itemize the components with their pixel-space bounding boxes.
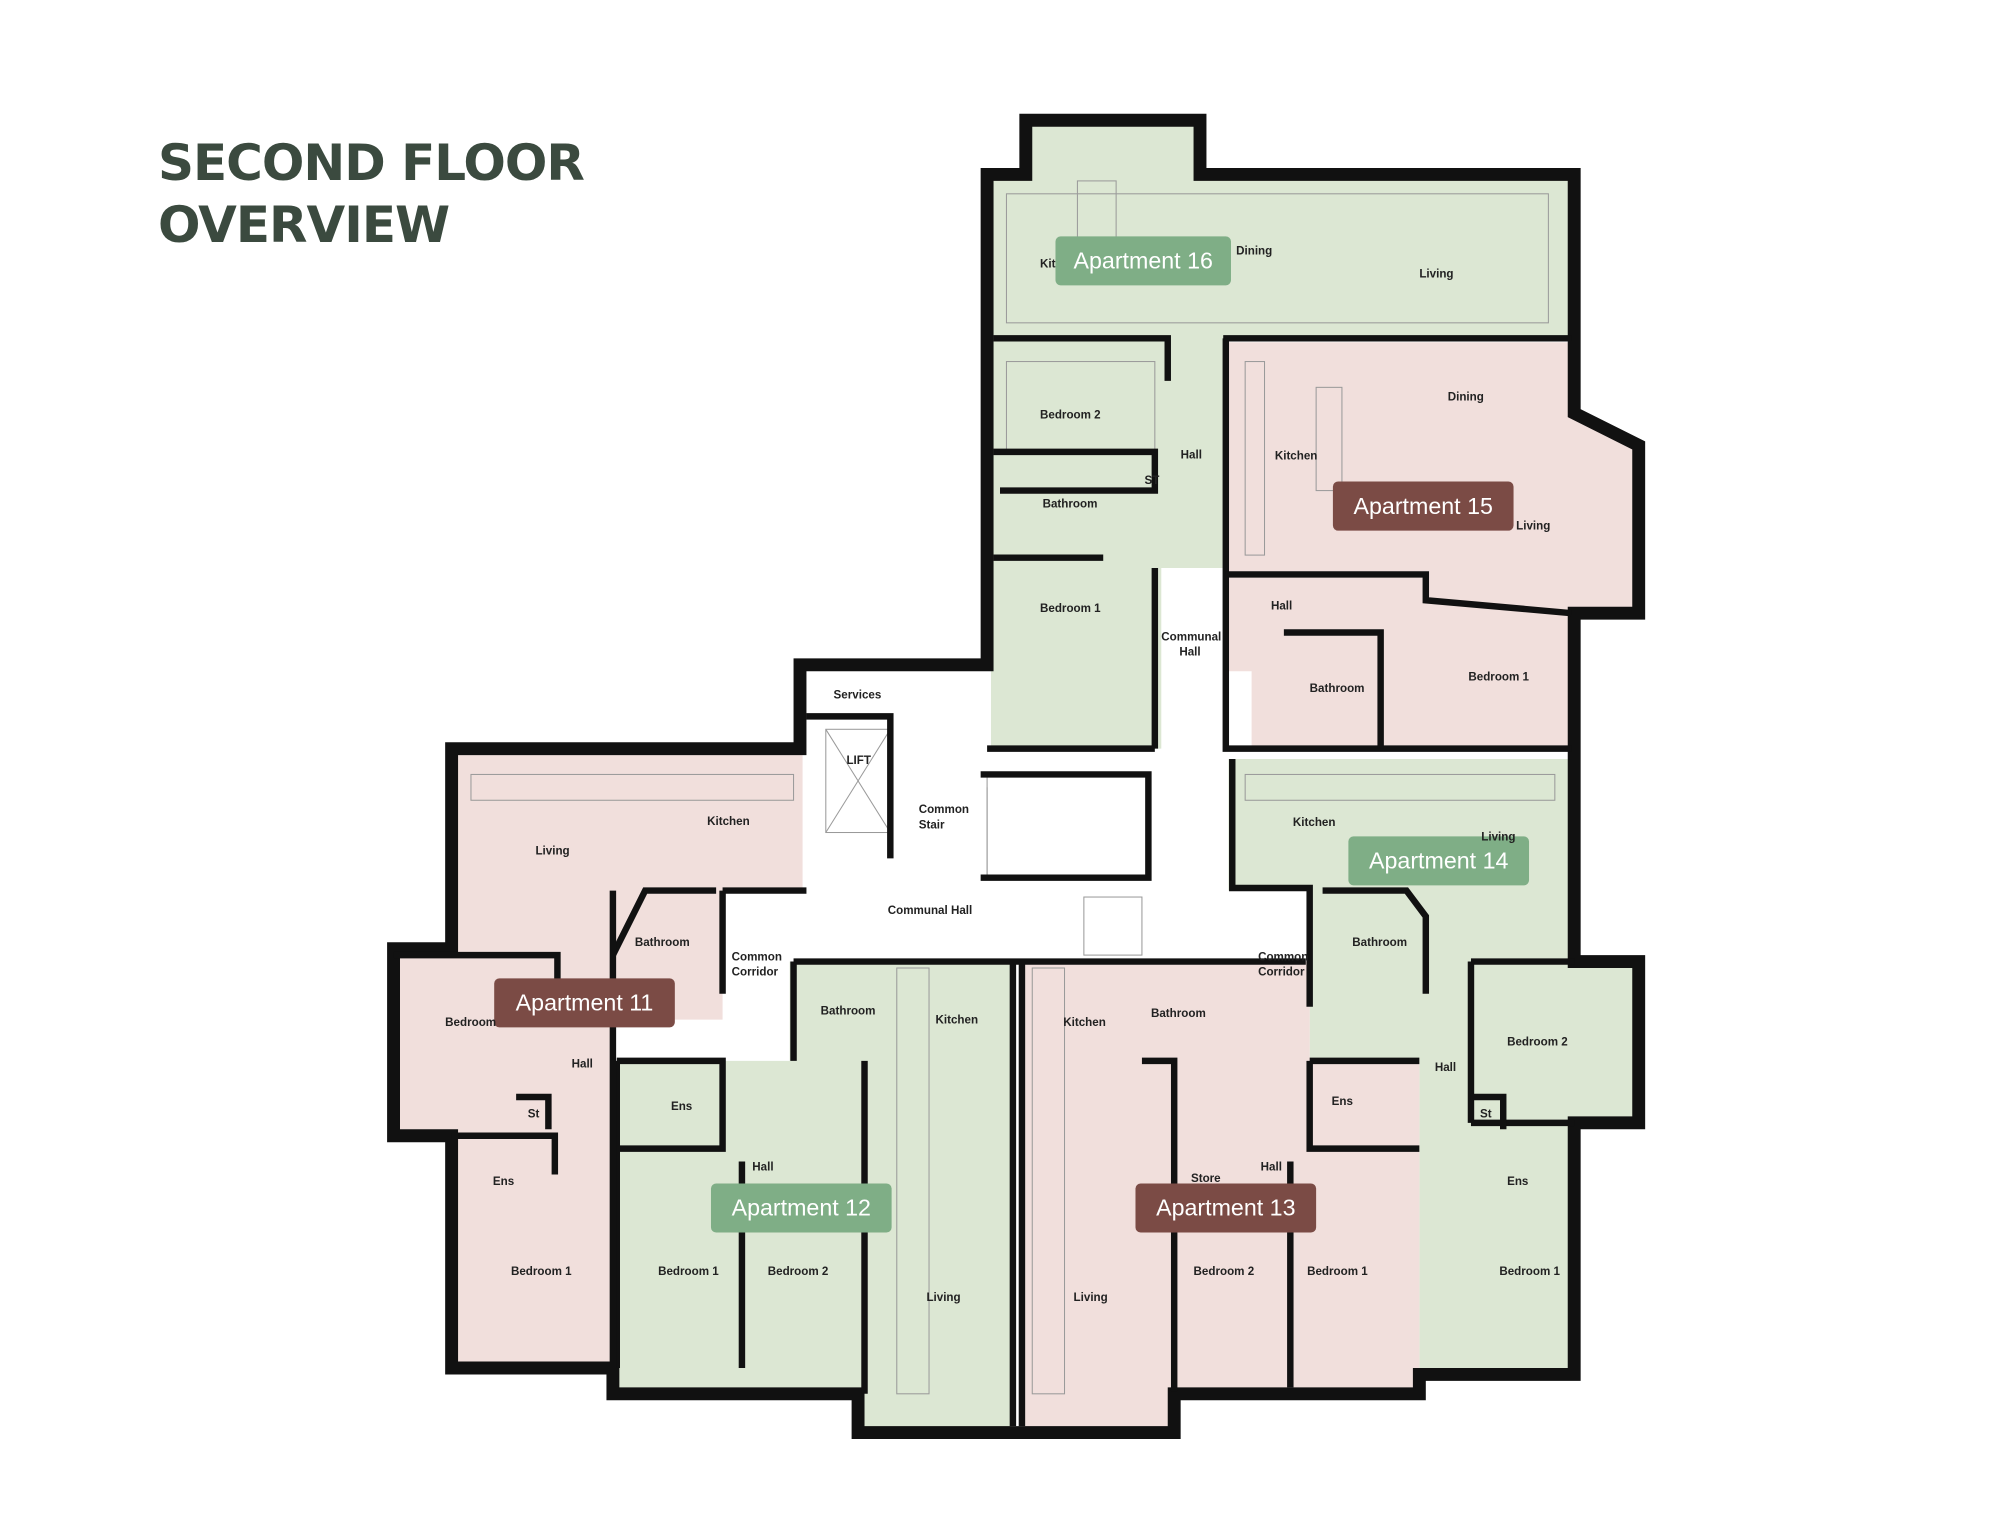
room-label: Ens	[1332, 1095, 1353, 1108]
room-label: Bedroom 2	[1507, 1035, 1568, 1048]
apartment-label-text: Apartment 15	[1354, 493, 1493, 519]
room-label: Living	[1419, 268, 1453, 281]
room-label: Ens	[493, 1175, 514, 1188]
room-label: Hall	[752, 1161, 773, 1174]
apartment-label-13[interactable]: Apartment 13	[1135, 1183, 1317, 1233]
room-label: Ens	[671, 1100, 692, 1113]
room-label: Dining	[1448, 390, 1484, 403]
room-label: Living	[926, 1291, 960, 1304]
room-label: Bedroom 1	[1468, 670, 1529, 683]
room-label: St	[528, 1108, 540, 1121]
room-label: Living	[1481, 830, 1515, 843]
apartment-label-15[interactable]: Apartment 15	[1332, 481, 1514, 531]
room-label: Hall	[1435, 1061, 1456, 1074]
room-label: LIFT	[846, 754, 871, 767]
room-labels: Kit Dining Living Bedroom 2 Hall ST Bath…	[445, 244, 1568, 1303]
room-label: Bedroom 1	[1499, 1265, 1560, 1278]
apartment-label-12[interactable]: Apartment 12	[710, 1183, 892, 1233]
room-label: Bedroom 1	[658, 1265, 719, 1278]
room-label: Kit	[1040, 257, 1056, 270]
room-label: Corridor	[1258, 966, 1305, 979]
apartment-label-text: Apartment 14	[1369, 848, 1508, 874]
room-label: Bathroom	[1151, 1007, 1206, 1020]
room-label: Hall	[1179, 646, 1200, 659]
apartment-label-text: Apartment 12	[732, 1195, 871, 1221]
title-line-2: OVERVIEW	[158, 196, 450, 254]
room-label: Common	[919, 803, 969, 816]
zone-apartment-14	[1228, 758, 1637, 1371]
apartment-label-16[interactable]: Apartment 16	[1055, 236, 1231, 286]
room-label: Communal	[1161, 630, 1221, 643]
exterior-wall	[387, 113, 1646, 1439]
room-label: Bedroom	[445, 1016, 496, 1029]
room-label: Store	[1191, 1172, 1221, 1185]
title-line-1: SECOND FLOOR	[158, 134, 585, 192]
room-label: Corridor	[732, 966, 779, 979]
room-label: Kitchen	[1293, 816, 1336, 829]
room-label: Ens	[1507, 1175, 1528, 1188]
apartment-label-text: Apartment 16	[1074, 248, 1213, 274]
room-label: St	[1480, 1108, 1492, 1121]
room-label: ST	[1145, 474, 1160, 487]
room-label: Hall	[1181, 448, 1202, 461]
room-label: Stair	[919, 819, 945, 832]
apartment-label-14[interactable]: Apartment 14	[1348, 836, 1530, 886]
room-label: Kitchen	[935, 1013, 978, 1026]
room-label: Common	[732, 950, 782, 963]
room-label: Bedroom 2	[1194, 1265, 1255, 1278]
room-label: Bedroom 1	[1307, 1265, 1368, 1278]
apartment-label-text: Apartment 11	[516, 990, 654, 1016]
room-label: Living	[1074, 1291, 1108, 1304]
zone-apartment-15	[1225, 342, 1637, 749]
room-label: Bathroom	[1352, 936, 1407, 949]
room-label: Bedroom 2	[768, 1265, 829, 1278]
room-label: Bedroom 1	[511, 1265, 572, 1278]
apartment-label-11[interactable]: Apartment 11	[494, 978, 675, 1028]
room-label: Living	[535, 844, 569, 857]
room-label: Hall	[572, 1057, 593, 1070]
room-label: Bathroom	[821, 1004, 876, 1017]
room-label: Communal Hall	[888, 904, 973, 917]
room-label: Hall	[1271, 599, 1292, 612]
room-label: Kitchen	[1275, 450, 1318, 463]
room-label: Kitchen	[1063, 1016, 1106, 1029]
room-label: Hall	[1261, 1161, 1282, 1174]
room-label: Dining	[1236, 244, 1272, 257]
room-label: Common	[1258, 950, 1308, 963]
zone-apartment-11	[397, 751, 803, 1368]
room-label: Living	[1516, 519, 1550, 532]
room-label: Bedroom 1	[1040, 602, 1101, 615]
walls	[387, 113, 1646, 1439]
room-label: Kitchen	[707, 815, 750, 828]
page-title: SECOND FLOOR OVERVIEW	[158, 132, 585, 256]
apartment-label-text: Apartment 13	[1156, 1195, 1295, 1221]
room-label: Bathroom	[635, 936, 690, 949]
room-label: Services	[834, 688, 882, 701]
room-label: Bedroom 2	[1040, 408, 1101, 421]
room-label: Bathroom	[1310, 682, 1365, 695]
room-label: Bathroom	[1043, 497, 1098, 510]
